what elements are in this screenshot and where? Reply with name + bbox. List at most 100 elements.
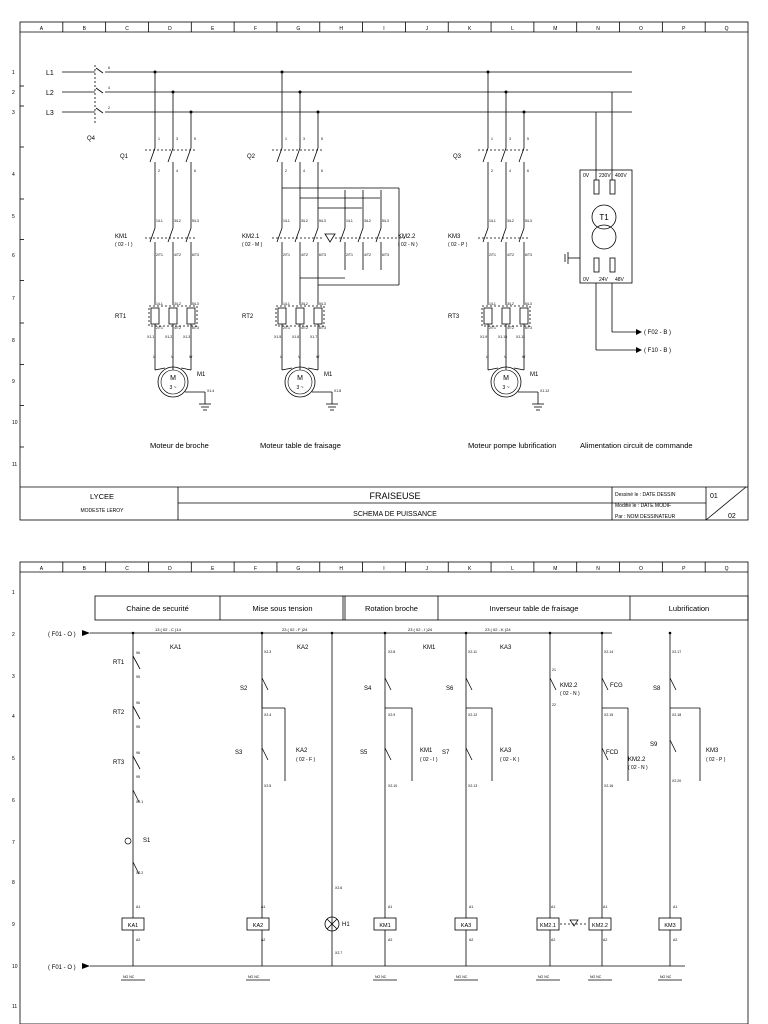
- grid-column-label: P: [682, 26, 686, 32]
- breaker-contact: [500, 147, 507, 163]
- term: 4: [108, 86, 110, 90]
- thermal-contact-label: RT1: [113, 660, 125, 666]
- km-term: 3/L2: [507, 219, 514, 223]
- term: X2.3: [264, 650, 271, 654]
- transformer-bottom-label: 24V: [599, 277, 609, 283]
- grid-column-label: O: [639, 566, 643, 572]
- km3-hold-label: KM3: [706, 748, 719, 754]
- grid-column-label: C: [125, 566, 129, 572]
- s7-label: S7: [442, 750, 450, 756]
- km-term: 5/L3: [525, 219, 532, 223]
- thermal-relay-element: [277, 307, 287, 325]
- rt-term: 2/T1: [156, 326, 163, 330]
- junction-dot: [131, 631, 135, 635]
- pole-term: 2: [491, 169, 493, 173]
- junction-dot: [189, 110, 193, 114]
- term: X2.10: [388, 784, 397, 788]
- phase-label: U: [280, 355, 283, 359]
- motor-wire: [154, 367, 166, 371]
- grid-column-label: J: [426, 566, 429, 572]
- breaker-label: Q2: [247, 154, 256, 160]
- km-term: 4/T2: [174, 253, 181, 257]
- breaker-label: Q3: [453, 154, 462, 160]
- pole-term: 3: [509, 137, 511, 141]
- s2-label: S2: [240, 686, 248, 692]
- ka2-hold-ref: ( 02 - F ): [296, 757, 316, 763]
- rt-term: 2/T1: [489, 326, 496, 330]
- km-term: 3/L2: [174, 219, 181, 223]
- thermal-relay-element: [313, 307, 323, 325]
- grid-row-label: 5: [12, 214, 15, 220]
- term: X2.7: [335, 951, 342, 955]
- pole-term: 5: [527, 137, 529, 141]
- output-ref: ( F10 - B ): [644, 348, 671, 354]
- km2-term: 2/T1: [346, 253, 353, 257]
- km-term: 2/T1: [489, 253, 496, 257]
- arrow: [636, 329, 642, 335]
- contact-blade: [669, 739, 677, 753]
- transformer-coil: [591, 204, 617, 230]
- s3-label: S3: [235, 750, 243, 756]
- junction-dot: [298, 90, 302, 94]
- km-contact: [482, 227, 489, 243]
- school-name: MODESTE LEROY: [80, 508, 124, 514]
- phase-label: W: [522, 355, 526, 359]
- term: 95: [136, 775, 140, 779]
- junction-dot: [171, 90, 175, 94]
- grid-column-label: I: [383, 566, 384, 572]
- coil-term: A2: [388, 938, 392, 942]
- term: X2.12: [468, 713, 477, 717]
- line-label-l2: L2: [46, 90, 54, 97]
- terminal-label: X1.9: [480, 335, 487, 339]
- nonc-label: NO NC: [660, 975, 672, 979]
- rt-term: 2/T1: [283, 326, 290, 330]
- grid-column-label: B: [83, 26, 87, 32]
- thermal-relay-element: [501, 307, 511, 325]
- interlock-triangle: [569, 919, 579, 927]
- contact-blade: [261, 747, 269, 761]
- phase-label: V: [298, 355, 301, 359]
- term: X2.17: [672, 650, 681, 654]
- grid-row-label: 2: [12, 632, 15, 638]
- junction-dot: [522, 110, 526, 114]
- grid-column-label: E: [211, 26, 215, 32]
- motor-3phase: 3 ~: [169, 385, 176, 391]
- fcg-label: FCG: [610, 683, 623, 689]
- thermal-relay-element: [168, 307, 178, 325]
- contactor-label: KM2.2: [398, 234, 416, 240]
- km22b-label: KM2.2: [628, 757, 646, 763]
- grid-row-label: 3: [12, 674, 15, 680]
- contactor-ref: ( 02 - P ): [448, 242, 468, 248]
- junction-dot: [316, 110, 320, 114]
- grid-column-label: K: [468, 26, 472, 32]
- grid-column-label: A: [40, 26, 44, 32]
- coil-term: A1: [388, 905, 392, 909]
- km1-hold-ref: ( 02 - I ): [420, 757, 438, 763]
- motor-symbol-inner: [160, 369, 186, 395]
- transformer-bottom-label: 0V: [583, 277, 590, 283]
- grid-row-label: 11: [12, 1004, 17, 1010]
- km2-contact: [357, 227, 364, 243]
- grid-column-label: E: [211, 566, 215, 572]
- coil-label: KA1: [128, 923, 138, 929]
- contact-blade: [132, 789, 140, 803]
- thermal-relay-element: [150, 307, 160, 325]
- motor-wire: [487, 367, 499, 371]
- km-term: 6/T3: [525, 253, 532, 257]
- arrow: [636, 347, 642, 353]
- pole-term: 6: [321, 169, 323, 173]
- coil-term: A1: [603, 905, 607, 909]
- s5-label: S5: [360, 750, 368, 756]
- rt-term: 3/L2: [507, 302, 514, 306]
- grid-row-label: 9: [12, 379, 15, 385]
- lamp-label: H1: [342, 922, 350, 928]
- rt-term: 1/L1: [283, 302, 290, 306]
- contactor-ref: ( 02 - I ): [115, 242, 133, 248]
- arrow: [82, 963, 90, 969]
- term: X2.2: [136, 871, 143, 875]
- km-term: 2/T1: [156, 253, 163, 257]
- section-title: Rotation broche: [365, 604, 418, 613]
- thermal-contact-label: RT2: [113, 710, 125, 716]
- contact-blade: [465, 677, 473, 691]
- coil-term: A1: [136, 905, 140, 909]
